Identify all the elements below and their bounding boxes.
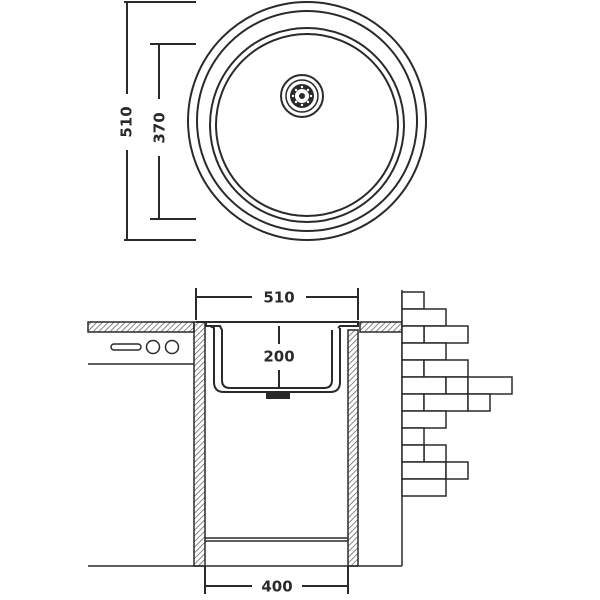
brick-wall (401, 290, 513, 566)
sink-rim-inner (196, 10, 418, 232)
bowl-width-label: 510 (263, 289, 294, 307)
drain-strainer-icon (280, 74, 324, 118)
drawer-handle-icon (110, 339, 180, 355)
outer-diameter-label: 510 (118, 106, 136, 137)
drain-outlet-icon (266, 392, 290, 399)
bowl-outer (209, 27, 405, 223)
top-view (187, 1, 427, 241)
cabinet-shelf (205, 537, 348, 542)
dimension-bowl-width (195, 288, 359, 320)
bowl-diameter-label: 370 (151, 112, 169, 143)
dimension-outer-diameter (124, 1, 196, 241)
cabinet-width-label: 400 (261, 578, 292, 596)
bowl-depth-label: 200 (263, 348, 294, 366)
cabinet-wall-left (193, 321, 206, 567)
sink-rim-outer (187, 1, 427, 241)
dimension-bowl-diameter (150, 43, 196, 220)
countertop-left (87, 321, 195, 365)
sink-bowl-profile (196, 321, 359, 393)
cabinet-wall-right (347, 329, 359, 567)
dimension-cabinet-width (204, 566, 349, 594)
bowl-inner (215, 33, 399, 217)
countertop-right (359, 321, 403, 333)
